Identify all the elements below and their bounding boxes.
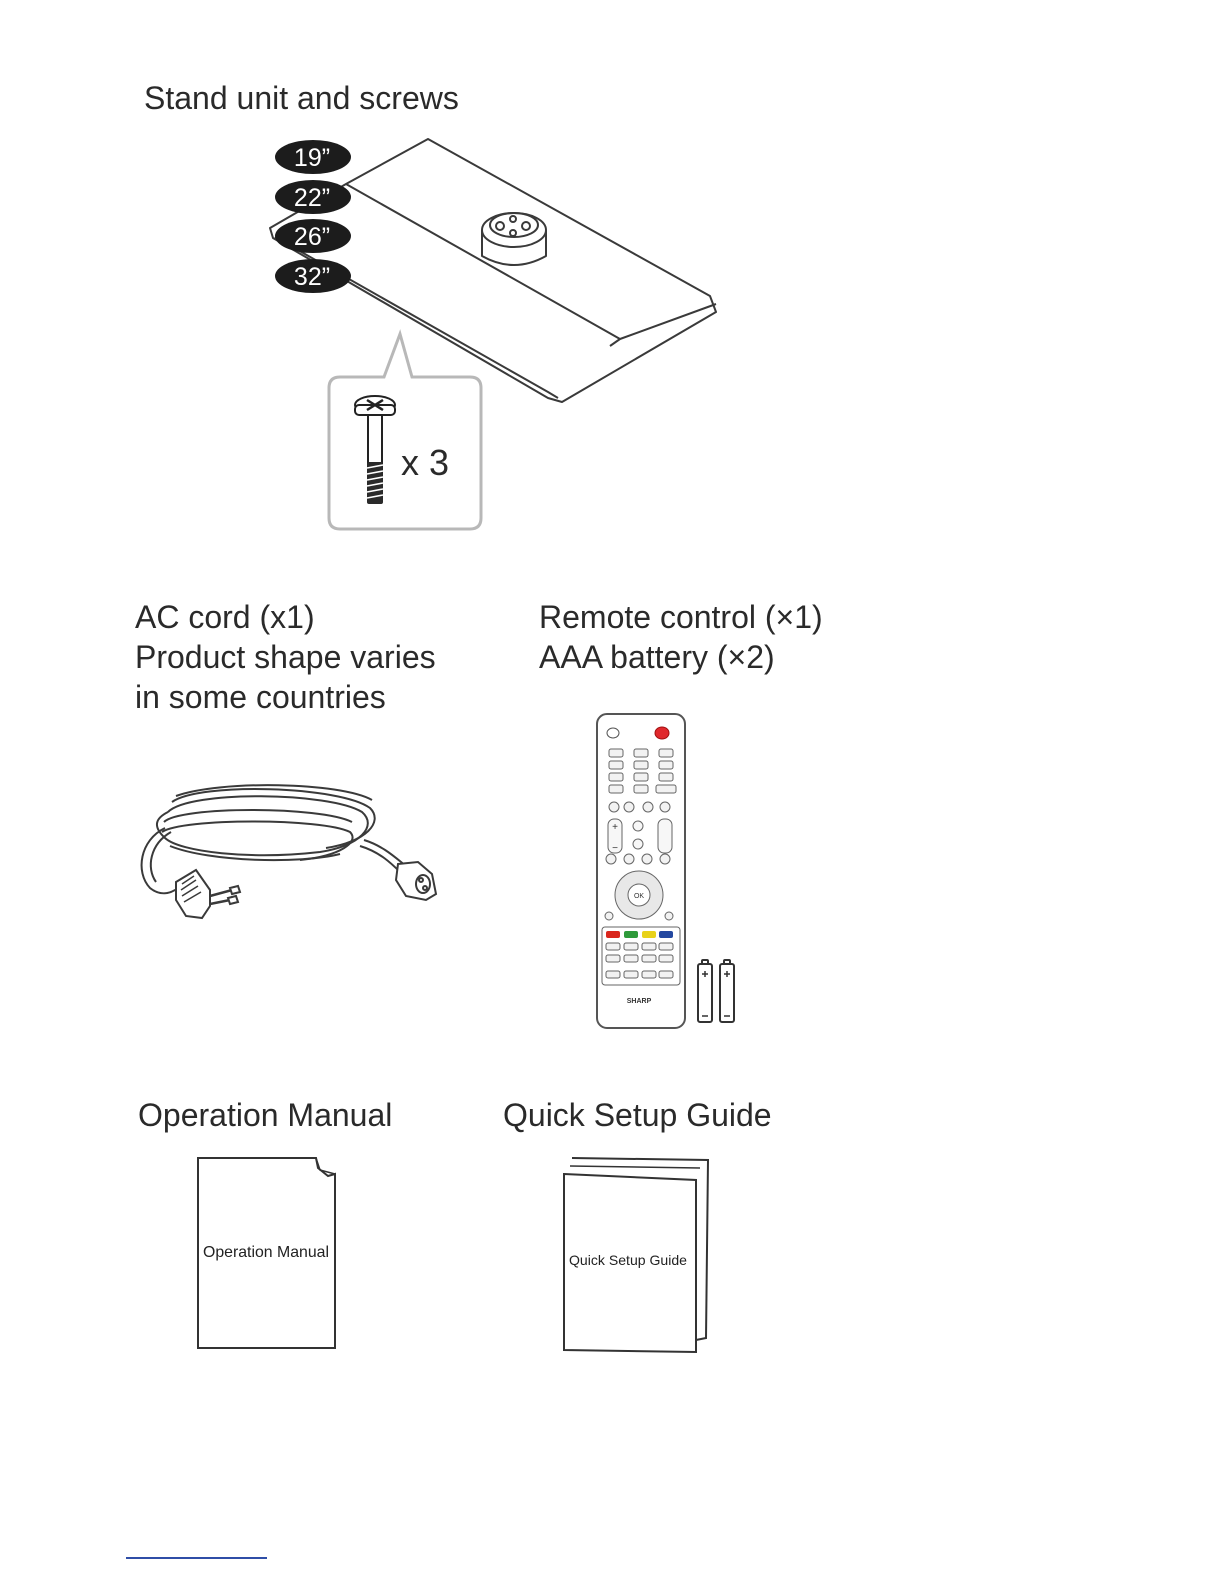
svg-text:+: +	[612, 822, 618, 833]
remote-control-illustration: + − OK SHARP	[596, 713, 686, 1030]
power-button-icon	[655, 727, 669, 739]
quick-setup-guide-leaflet: Quick Setup Guide	[560, 1154, 712, 1356]
operation-manual-booklet: Operation Manual	[196, 1156, 338, 1350]
operation-manual-cover-text: Operation Manual	[203, 1244, 329, 1261]
aaa-batteries-illustration	[692, 958, 742, 1028]
remote-brand-label: SHARP	[627, 998, 652, 1005]
ac-connector-icon	[396, 862, 436, 900]
svg-text:−: −	[612, 843, 618, 854]
operation-manual-heading: Operation Manual	[138, 1095, 392, 1135]
ac-plug-icon	[176, 870, 240, 918]
footer-rule	[126, 1557, 267, 1559]
svg-text:OK: OK	[634, 893, 644, 900]
quick-setup-guide-cover-text: Quick Setup Guide	[569, 1252, 687, 1268]
quick-setup-guide-heading: Quick Setup Guide	[503, 1095, 772, 1135]
battery-icon	[698, 960, 734, 1022]
